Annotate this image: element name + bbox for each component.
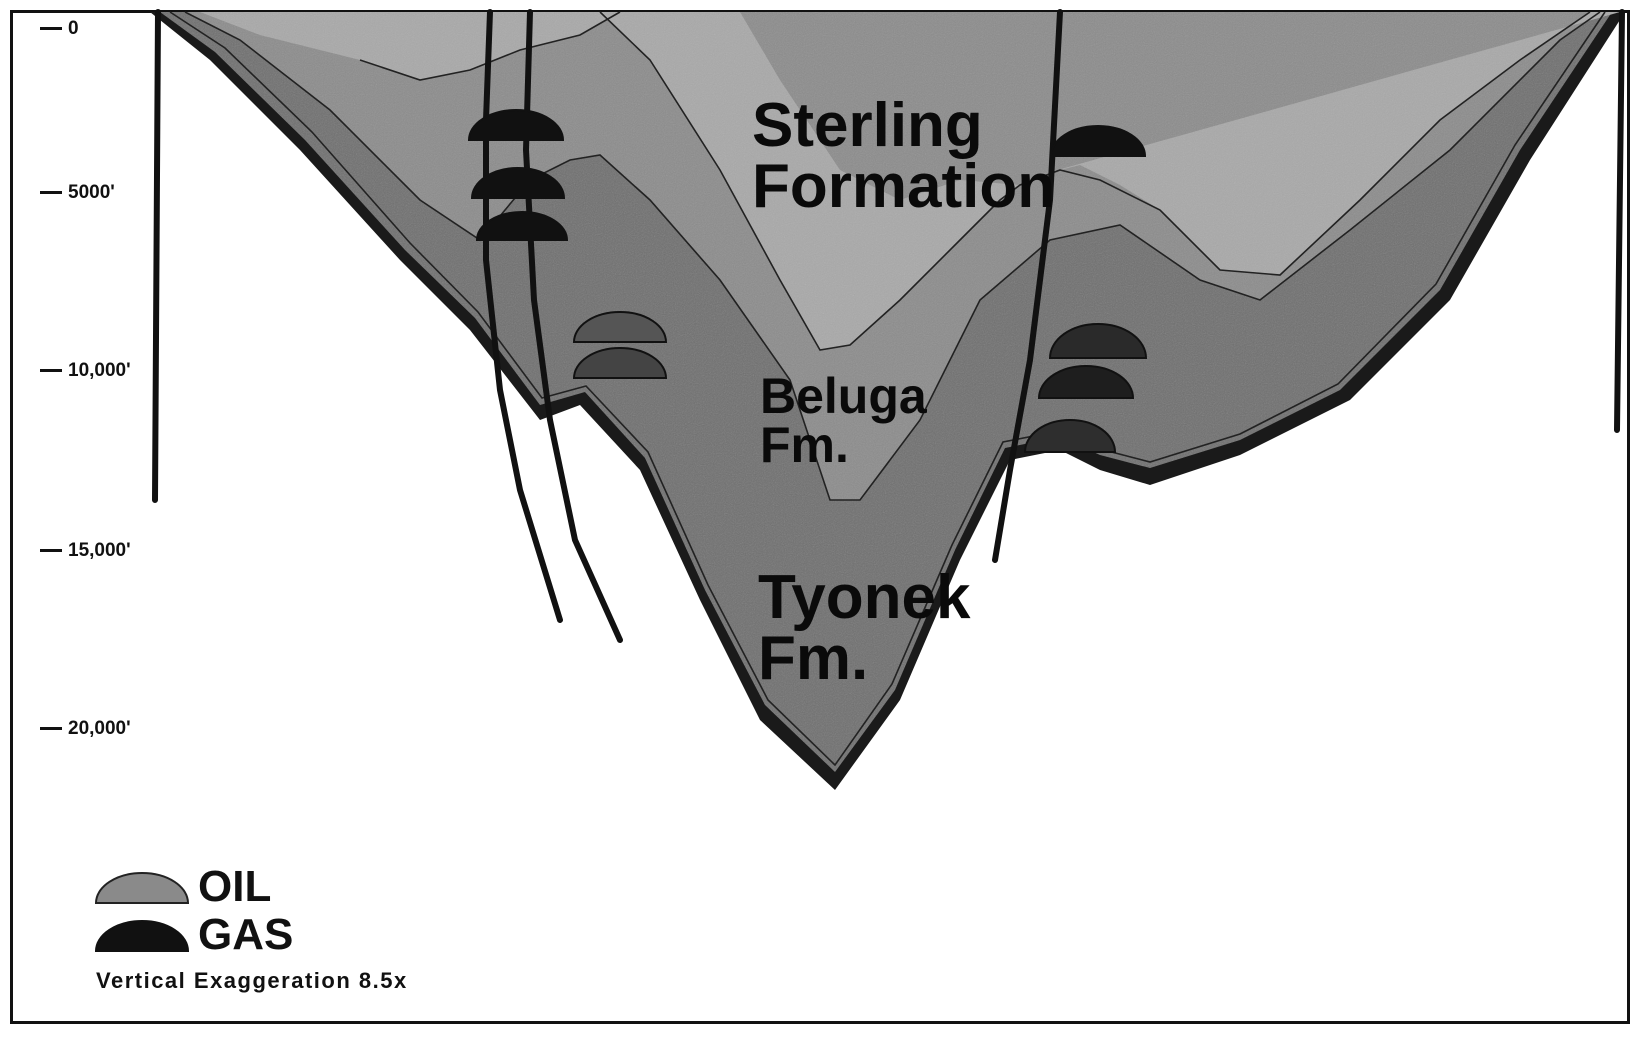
legend-gas-label: GAS (198, 910, 293, 960)
depth-tick-15000: 15,000' (40, 540, 131, 562)
legend-oil: OIL (94, 862, 271, 912)
beluga-label-line1: Beluga (760, 372, 927, 421)
sterling-label-line1: Sterling (752, 96, 1055, 157)
legend-oil-label: OIL (198, 862, 271, 912)
depth-tick-10000: 10,000' (40, 360, 131, 382)
depth-tick-label: 0 (68, 18, 79, 39)
depth-tick-mark (40, 549, 62, 552)
depth-tick-5000: 5000' (40, 182, 115, 204)
tyonek-formation-label: Tyonek Fm. (758, 568, 970, 690)
depth-tick-mark (40, 369, 62, 372)
beluga-label-line2: Fm. (760, 421, 927, 470)
well-1 (155, 12, 158, 500)
tyonek-label-line2: Fm. (758, 629, 970, 690)
depth-tick-0: 0 (40, 18, 79, 40)
vertical-exaggeration-note: Vertical Exaggeration 8.5x (96, 968, 408, 994)
depth-tick-label: 15,000' (68, 540, 131, 561)
depth-tick-label: 5000' (68, 182, 115, 203)
depth-tick-mark (40, 727, 62, 730)
well-5 (1617, 12, 1622, 430)
depth-tick-20000: 20,000' (40, 718, 131, 740)
sterling-formation-label: Sterling Formation (752, 96, 1055, 218)
depth-tick-mark (40, 27, 62, 30)
gas-accumulation-icon (94, 915, 190, 955)
legend-gas: GAS (94, 910, 293, 960)
depth-tick-label: 10,000' (68, 360, 131, 381)
tyonek-label-line1: Tyonek (758, 568, 970, 629)
beluga-formation-label: Beluga Fm. (760, 372, 927, 470)
depth-tick-mark (40, 191, 62, 194)
depth-tick-label: 20,000' (68, 718, 131, 739)
sterling-label-line2: Formation (752, 157, 1055, 218)
oil-accumulation-icon (94, 867, 190, 907)
